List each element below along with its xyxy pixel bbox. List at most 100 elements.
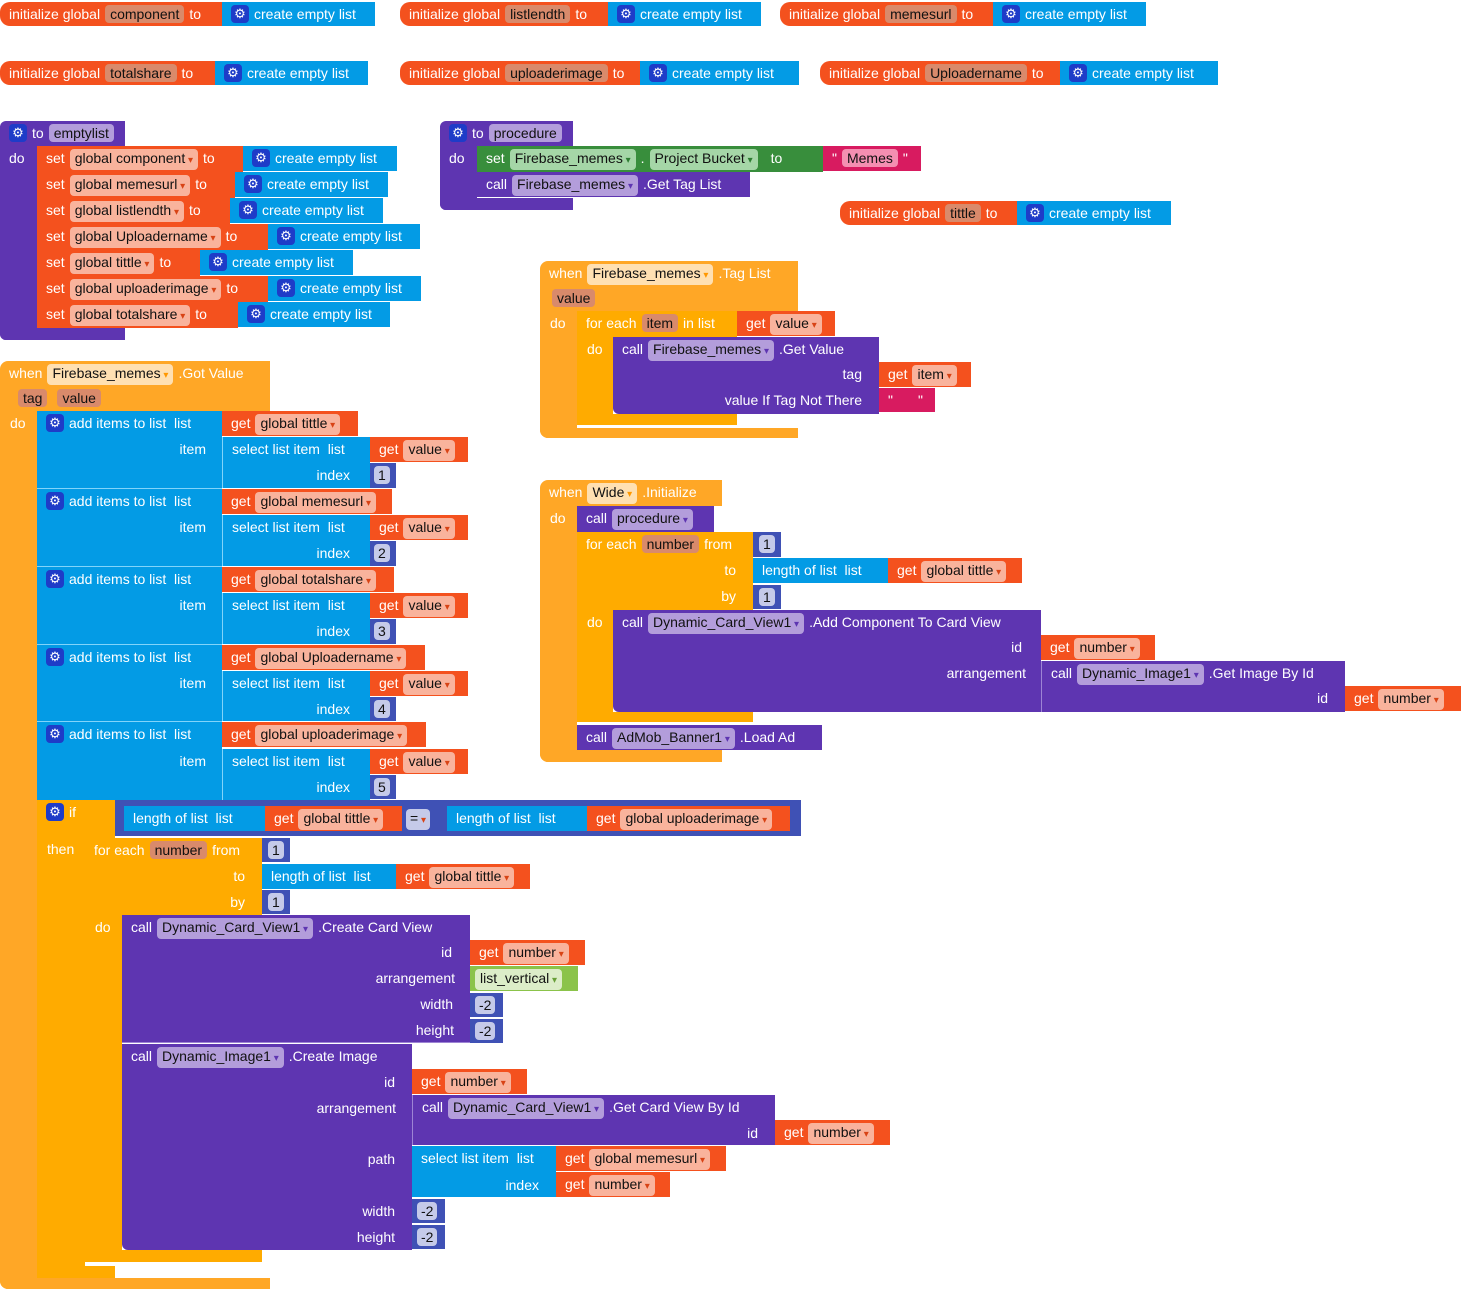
var-dropdown[interactable]: number bbox=[589, 1175, 655, 1196]
var-dropdown[interactable]: global totalshare bbox=[69, 305, 191, 326]
component-dropdown[interactable]: Firebase_memes bbox=[512, 175, 638, 196]
number-value[interactable]: 2 bbox=[374, 544, 390, 562]
component-dropdown[interactable]: AdMob_Banner1 bbox=[612, 728, 735, 749]
var-dropdown[interactable]: value bbox=[403, 518, 455, 539]
var-dropdown[interactable]: global component bbox=[69, 149, 199, 170]
index-number[interactable]: 5 bbox=[370, 775, 396, 799]
number-value[interactable]: 5 bbox=[374, 778, 390, 796]
create-empty-list[interactable]: ⚙create empty list bbox=[993, 2, 1146, 26]
create-empty-list[interactable]: ⚙create empty list bbox=[1017, 201, 1171, 225]
procedure-name[interactable]: emptylist bbox=[48, 124, 114, 142]
number-value[interactable]: -2 bbox=[417, 1228, 438, 1246]
operator-dropdown[interactable]: = bbox=[404, 806, 442, 831]
create-empty-list[interactable]: ⚙create empty list bbox=[222, 2, 375, 26]
create-empty-list[interactable]: ⚙create empty list bbox=[215, 61, 368, 85]
component-dropdown[interactable]: Firebase_memes bbox=[509, 149, 636, 170]
create-empty-list[interactable]: ⚙create empty list bbox=[608, 2, 761, 26]
index-number[interactable]: 2 bbox=[370, 541, 396, 566]
param-tag[interactable]: tag bbox=[18, 389, 48, 407]
component-dropdown[interactable]: Firebase_memes bbox=[648, 340, 774, 361]
var-dropdown[interactable]: global uploaderimage bbox=[620, 809, 773, 830]
gear-icon[interactable]: ⚙ bbox=[277, 279, 295, 297]
number-by[interactable]: 1 bbox=[262, 890, 290, 914]
create-empty-list[interactable]: ⚙create empty list bbox=[243, 146, 397, 171]
number-value[interactable]: -2 bbox=[475, 1022, 496, 1040]
arrangement-dropdown[interactable]: list_vertical bbox=[470, 966, 578, 991]
var-name[interactable]: totalshare bbox=[105, 64, 177, 82]
operator[interactable]: = bbox=[406, 809, 430, 830]
var-dropdown[interactable]: global tittle bbox=[255, 414, 341, 435]
procedure-name[interactable]: procedure bbox=[488, 124, 562, 142]
var-dropdown[interactable]: value bbox=[770, 314, 822, 335]
gear-icon[interactable]: ⚙ bbox=[46, 492, 64, 510]
gear-icon[interactable]: ⚙ bbox=[252, 149, 270, 167]
component-dropdown[interactable]: Dynamic_Card_View1 bbox=[648, 613, 805, 634]
length-of-list[interactable]: length of list list bbox=[262, 864, 396, 889]
gear-icon[interactable]: ⚙ bbox=[224, 64, 242, 82]
gear-icon[interactable]: ⚙ bbox=[231, 5, 249, 23]
select-list-item[interactable]: select list item list bbox=[222, 437, 370, 488]
text-value[interactable]: Memes bbox=[841, 149, 898, 167]
var-dropdown[interactable]: global memesurl bbox=[589, 1149, 710, 1170]
component-dropdown[interactable]: Dynamic_Image1 bbox=[157, 1047, 284, 1068]
gear-icon[interactable]: ⚙ bbox=[46, 570, 64, 588]
loop-var[interactable]: item bbox=[641, 314, 679, 332]
add-items-to-list[interactable]: ⚙add items to list list bbox=[37, 489, 222, 567]
create-empty-list[interactable]: ⚙create empty list bbox=[1060, 61, 1218, 85]
select-list-item[interactable]: select list item list bbox=[222, 671, 370, 721]
number-value[interactable]: -2 bbox=[417, 1202, 438, 1220]
create-empty-list[interactable]: ⚙create empty list bbox=[235, 172, 388, 197]
component-dropdown[interactable]: Firebase_memes bbox=[47, 364, 174, 385]
number-value[interactable]: 4 bbox=[374, 700, 390, 718]
add-items-to-list[interactable]: ⚙add items to list list bbox=[37, 722, 222, 800]
var-dropdown[interactable]: global uploaderimage bbox=[255, 725, 408, 746]
index-number[interactable]: 4 bbox=[370, 697, 396, 721]
index-number[interactable]: 3 bbox=[370, 619, 396, 644]
number-by[interactable]: 1 bbox=[753, 585, 781, 609]
var-dropdown[interactable]: global uploaderimage bbox=[69, 279, 222, 300]
component-dropdown[interactable]: Dynamic_Card_View1 bbox=[448, 1098, 605, 1119]
gear-icon[interactable]: ⚙ bbox=[239, 201, 257, 219]
property-dropdown[interactable]: Project Bucket bbox=[649, 149, 758, 170]
var-dropdown[interactable]: number bbox=[1378, 689, 1444, 710]
var-dropdown[interactable]: global Uploadername bbox=[69, 227, 221, 248]
number-value[interactable]: 1 bbox=[759, 588, 775, 606]
text-block-memes[interactable]: "Memes" bbox=[823, 146, 921, 171]
var-dropdown[interactable]: global totalshare bbox=[255, 570, 377, 591]
var-dropdown[interactable]: number bbox=[445, 1072, 511, 1093]
height-number[interactable]: -2 bbox=[412, 1225, 445, 1249]
gear-icon[interactable]: ⚙ bbox=[1069, 64, 1087, 82]
gear-icon[interactable]: ⚙ bbox=[617, 5, 635, 23]
var-name[interactable]: Uploadername bbox=[925, 64, 1027, 82]
